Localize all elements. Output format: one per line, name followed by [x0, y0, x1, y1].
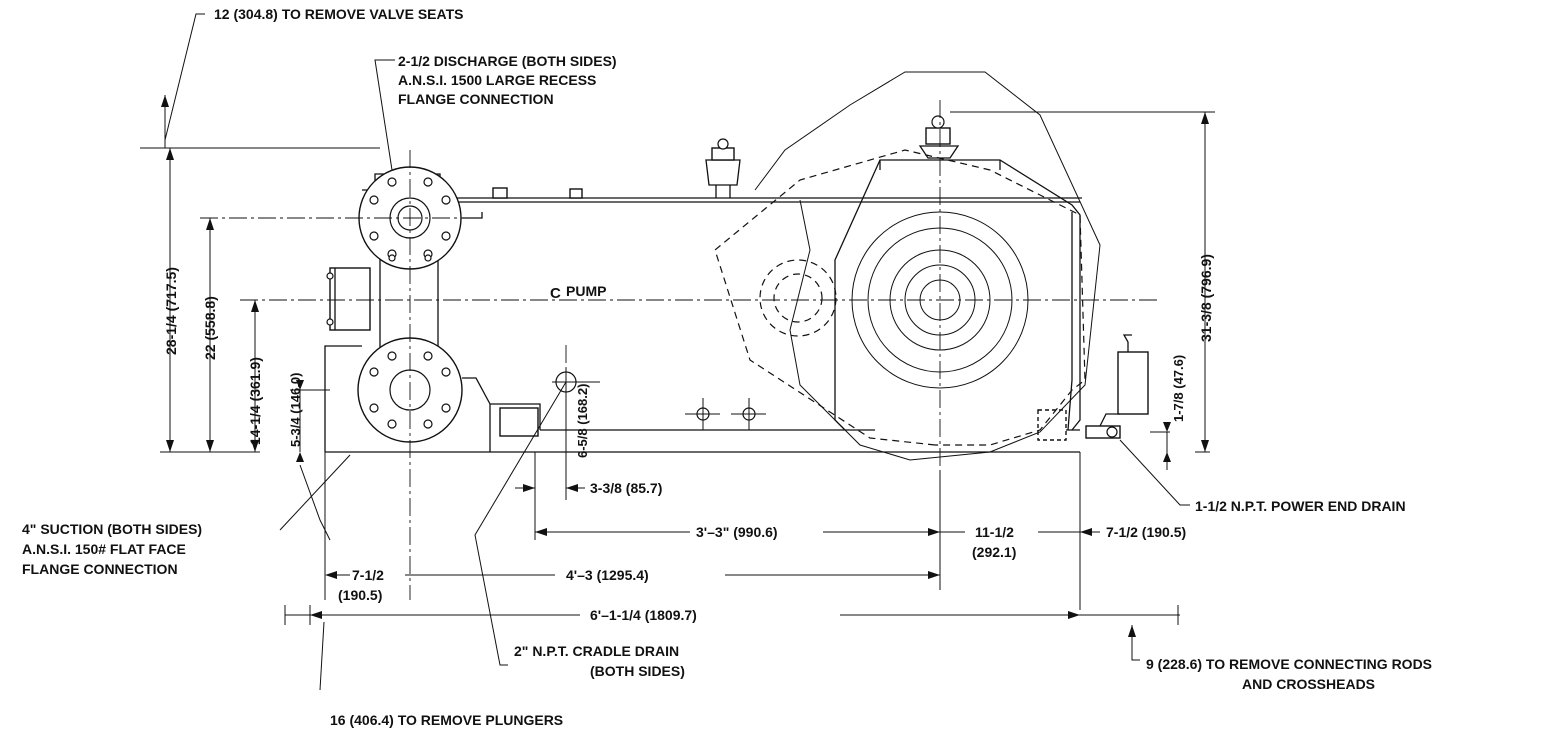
dim-suction-offset-a: 7-1/2 — [352, 567, 384, 583]
pump-centerline-label: PUMP — [566, 283, 606, 299]
suction-label-3: FLANGE CONNECTION — [22, 561, 178, 577]
dim-overall-length: 6'–1-1/4 (1809.7) — [590, 607, 697, 623]
rods-label-1: 9 (228.6) TO REMOVE CONNECTING RODS — [1146, 656, 1432, 672]
dim-cradle-drain-height: 6-5/8 (168.2) — [575, 384, 590, 458]
cradle-drain-label-1: 2" N.P.T. CRADLE DRAIN — [514, 643, 679, 659]
callout-labels: 12 (304.8) TO REMOVE VALVE SEATS 2-1/2 D… — [22, 6, 1432, 728]
dim-power-drain-height: 1-7/8 (47.6) — [1171, 355, 1186, 422]
dimension-arrowheads — [161, 95, 1209, 637]
dim-suction-offset-b: (190.5) — [338, 587, 382, 603]
suction-label-1: 4" SUCTION (BOTH SIDES) — [22, 521, 202, 537]
dim-shaft-to-end-b: (292.1) — [972, 544, 1016, 560]
rotation-envelope — [714, 71, 1101, 461]
plungers-label: 16 (406.4) TO REMOVE PLUNGERS — [330, 712, 563, 728]
cradle-drain-label-2: (BOTH SIDES) — [590, 663, 685, 679]
drain-boss — [1037, 409, 1067, 441]
dim-overall-height: 28-1/4 (717.5) — [163, 267, 179, 355]
dim-suction-to-shaft: 4'–3 (1295.4) — [566, 567, 649, 583]
cradle-block — [499, 407, 539, 437]
manifold-box — [329, 267, 371, 331]
dim-shaft-to-end-a: 11-1/2 — [975, 524, 1014, 540]
discharge-label-3: FLANGE CONNECTION — [398, 91, 554, 107]
dim-centerline-height: 14-1/4 (361.9) — [247, 357, 263, 445]
discharge-label-2: A.N.S.I. 1500 LARGE RECESS — [398, 72, 596, 88]
power-end-drain-label: 1-1/2 N.P.T. POWER END DRAIN — [1195, 498, 1406, 514]
dim-power-end-height: 31-3/8 (796.9) — [1198, 254, 1214, 342]
valve-seats-label: 12 (304.8) TO REMOVE VALVE SEATS — [214, 6, 463, 22]
centerline-symbol: C — [550, 285, 561, 302]
rods-label-2: AND CROSSHEADS — [1242, 676, 1375, 692]
suction-label-2: A.N.S.I. 150# FLAT FACE — [22, 541, 186, 557]
discharge-label-1: 2-1/2 DISCHARGE (BOTH SIDES) — [398, 53, 617, 69]
dim-cradle-drain-offset: 3-3/8 (85.7) — [590, 480, 662, 496]
dimension-labels: 28-1/4 (717.5) 22 (558.8) 14-1/4 (361.9)… — [163, 254, 1214, 623]
power-end-drain-fitting — [1085, 334, 1149, 439]
centerlines — [200, 100, 1160, 600]
dim-suction-height: 5-3/4 (146.0) — [288, 373, 303, 447]
frame-fittings — [492, 115, 960, 199]
dim-drain-to-shaft: 3'–3" (990.6) — [696, 524, 778, 540]
dim-end-to-base: 7-1/2 (190.5) — [1106, 524, 1186, 540]
dim-discharge-height: 22 (558.8) — [202, 296, 218, 360]
dimension-lines — [140, 13, 1215, 691]
